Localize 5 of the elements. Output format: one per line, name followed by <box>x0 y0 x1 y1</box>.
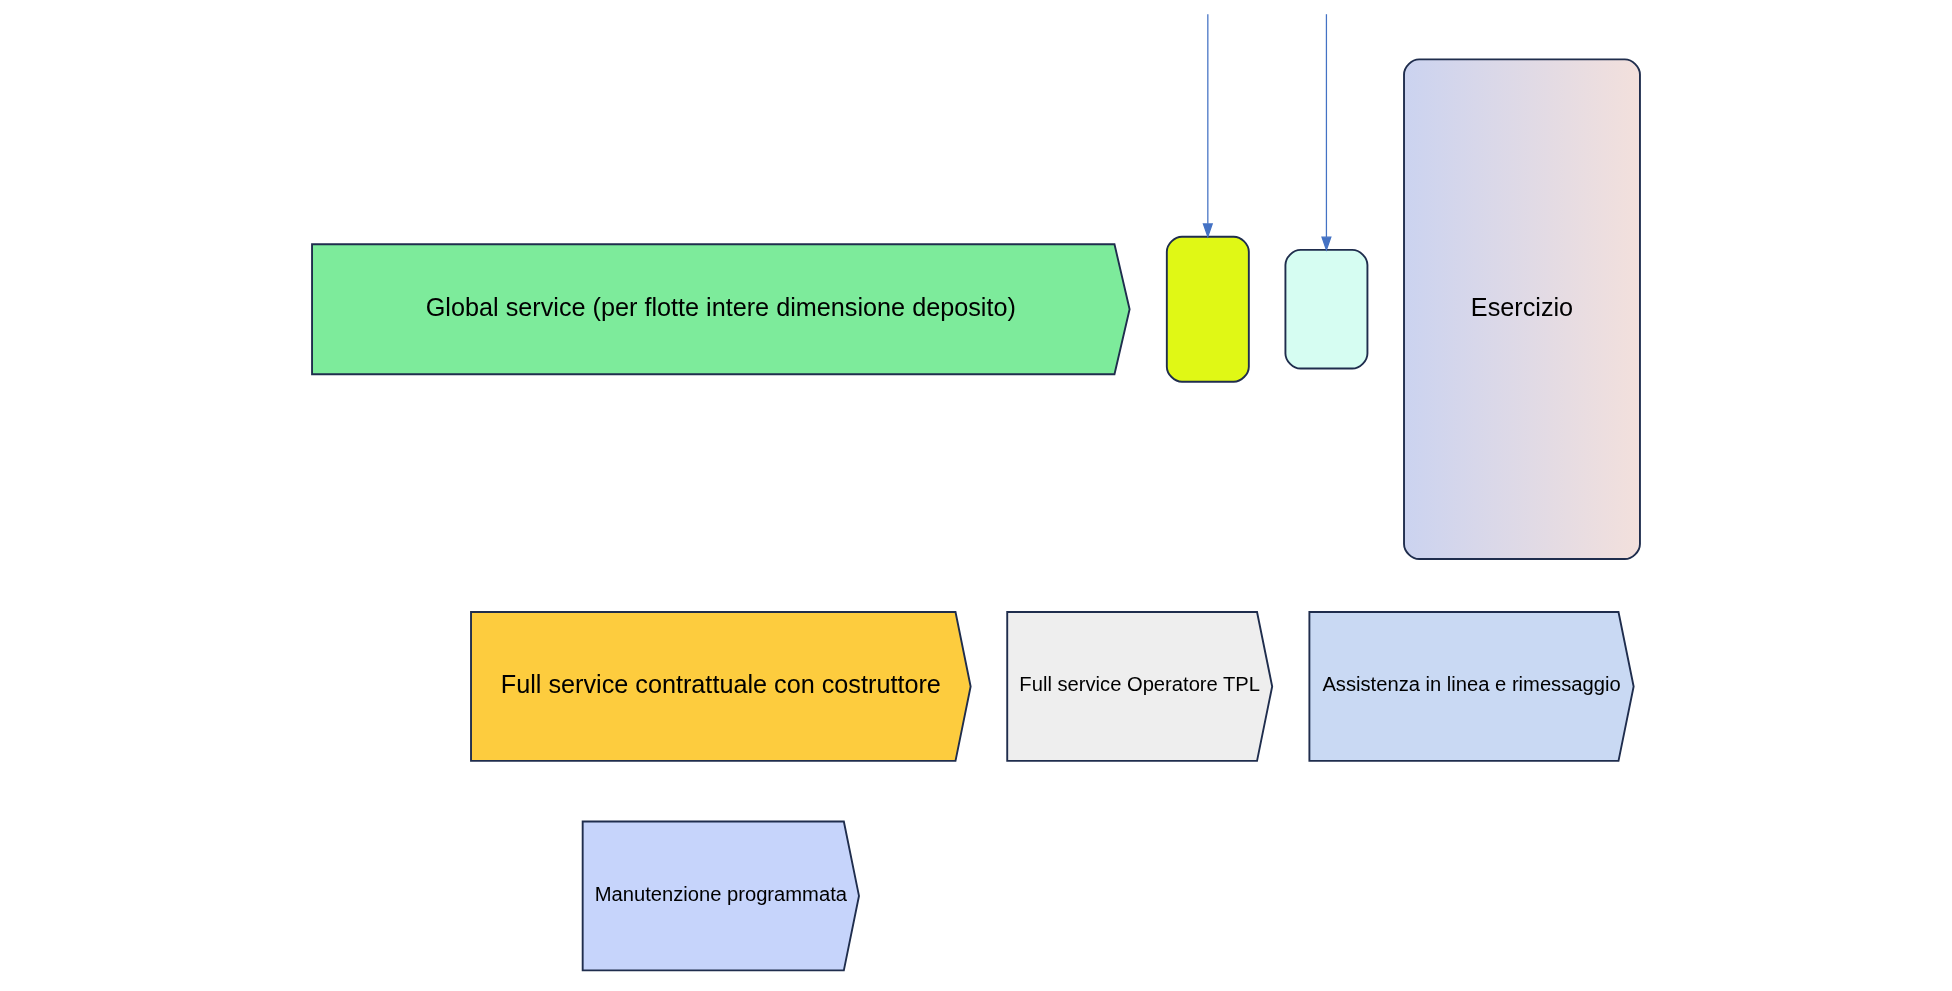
node-box: Esercizio <box>1403 58 1641 560</box>
node-box <box>1165 235 1250 383</box>
arrow <box>1321 13 1332 252</box>
node-box <box>1284 249 1369 370</box>
arrow <box>1202 13 1214 239</box>
